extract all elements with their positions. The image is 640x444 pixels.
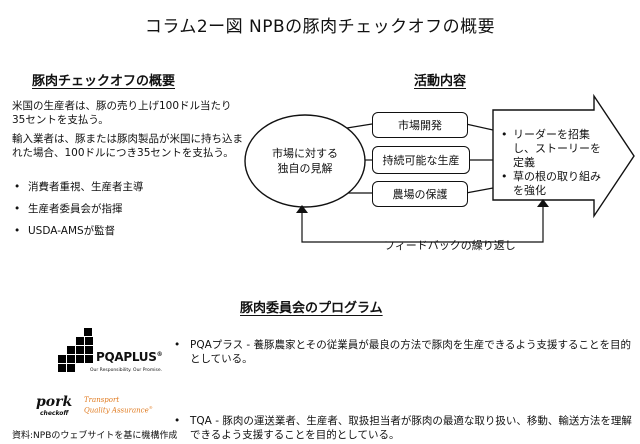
overview-bullet: 消費者重視、生産者主導 [12,180,244,194]
overview-producer-text: 米国の生産者は、豚の売り上げ100ドル当たり35セントを支払う。 [12,100,232,126]
program-heading: 豚肉委員会のプログラム [240,301,383,316]
activity-box-market-development: 市場開発 [372,112,468,138]
connector-line [346,123,373,129]
program-item-tqa: TQA - 豚肉の運送業者、生産者、取扱担当者が豚肉の最適な取り扱い、移動、輸送… [172,414,638,442]
feedback-loop-line [301,200,544,243]
overview-bullet: USDA-AMSが監督 [12,224,244,238]
overview-heading: 豚肉チェックオフの概要 [32,74,176,89]
connector-line [465,187,494,194]
activity-box-farm-protection: 農場の保護 [372,181,468,207]
activity-box-sustainable-production: 持続可能な生産 [372,146,470,174]
connector-line [465,123,494,131]
market-view-circle [244,114,366,208]
feedback-arrowhead-up [296,205,308,213]
page-title: コラム2ー図 NPBの豚肉チェックオフの概要 [144,17,496,37]
arrow-bullet-list: リーダーを招集し、ストーリーを定義 草の根の取り組みを強化 [501,128,609,198]
pqa-plus-logo-text: PQAPLUS® [96,350,163,364]
activities-heading: 活動内容 [414,74,467,89]
pork-checkoff-logo-text: pork [36,394,73,410]
pqa-plus-logo-squares [58,328,93,372]
overview-importer-text: 輸入業者は、豚または豚肉製品が米国に持ち込まれた場合、100ドルにつき35セント… [12,133,243,159]
pqa-plus-tagline: Our Responsibility. Our Promise. [90,368,163,373]
overview-bullet: 生産者委員会が指揮 [12,202,244,216]
pork-checkoff-subtext: checkoff [40,410,69,417]
arrow-bullet: 草の根の取り組みを強化 [501,170,609,198]
market-view-label: 市場に対する 独自の見解 [272,147,338,175]
feedback-arrowhead-up [537,199,549,207]
feedback-label: フィードバックの繰り返し [384,239,516,252]
overview-bullet-list: 消費者重視、生産者主導 生産者委員会が指揮 USDA-AMSが監督 [12,180,244,238]
arrow-bullet: リーダーを招集し、ストーリーを定義 [501,128,609,170]
program-item-pqa: PQAプラス - 養豚農家とその従業員が最良の方法で豚肉を生産できるよう支援する… [172,338,638,366]
tqa-logo-text: Transport Quality Assurance® [84,396,153,415]
source-note: 資料:NPBのウェブサイトを基に機構作成 [12,431,178,441]
